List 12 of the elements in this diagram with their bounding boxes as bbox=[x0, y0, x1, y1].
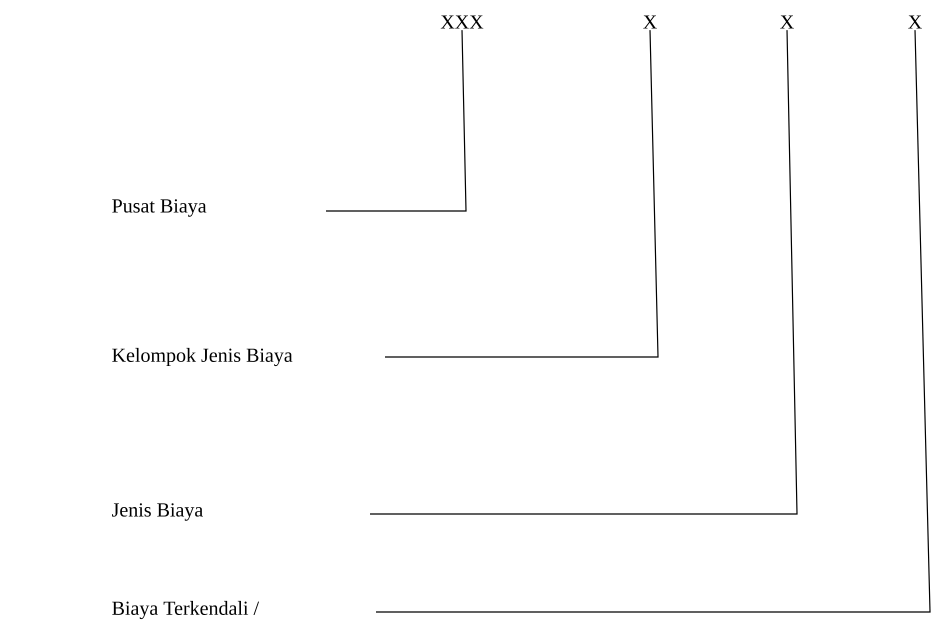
code-digit: X bbox=[908, 15, 922, 29]
leader-line bbox=[326, 30, 467, 212]
code-digit: XXX bbox=[440, 15, 484, 29]
field-label: Kelompok Jenis Biaya bbox=[112, 348, 292, 366]
leader-line bbox=[376, 30, 931, 613]
leader-line bbox=[385, 30, 659, 358]
field-label: Biaya Terkendali / bbox=[112, 600, 260, 620]
code-digit: X bbox=[780, 15, 794, 29]
field-label: Jenis Biaya bbox=[112, 503, 203, 521]
leader-line bbox=[370, 30, 798, 515]
field-label: Pusat Biaya bbox=[112, 199, 206, 217]
code-digit: X bbox=[643, 15, 657, 29]
